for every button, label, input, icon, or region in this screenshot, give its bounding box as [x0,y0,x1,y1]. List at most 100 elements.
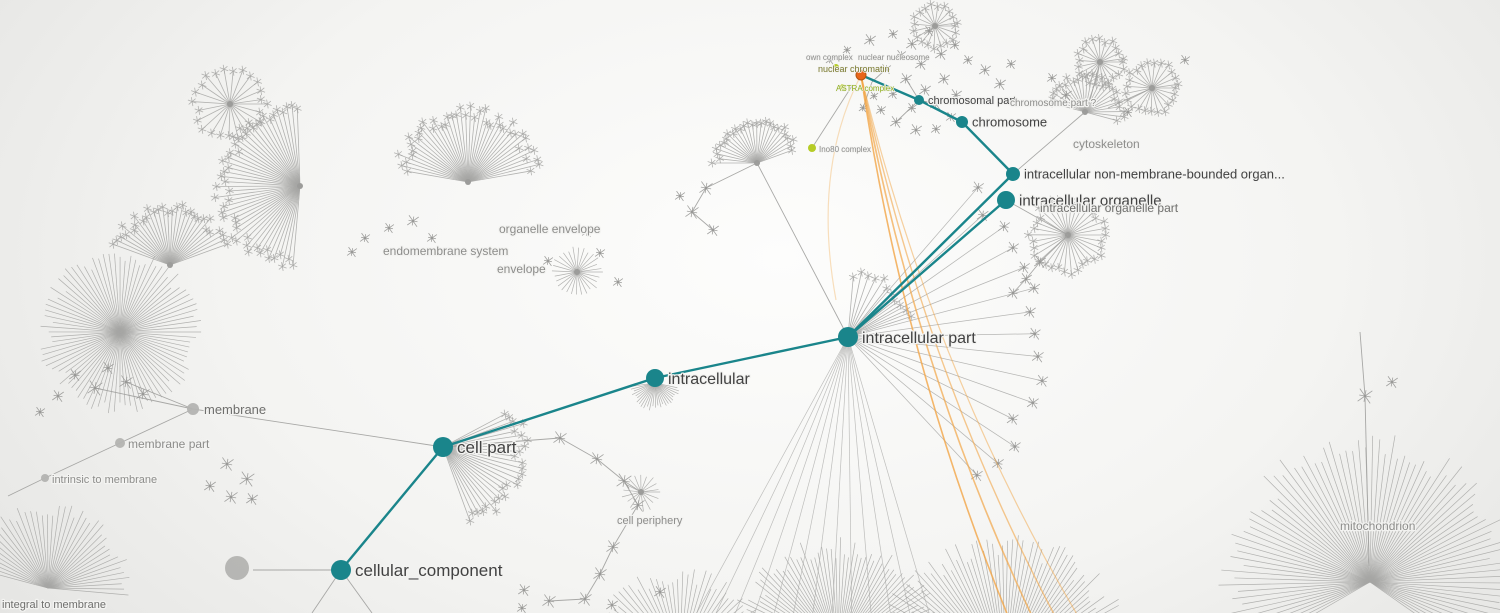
term-node-glyph[interactable] [204,480,216,492]
term-node-glyph[interactable] [52,390,64,402]
term-node-glyph[interactable] [1046,72,1058,84]
term-node-glyph[interactable] [935,48,947,60]
term-node-glyph[interactable] [1008,440,1021,453]
term-node-glyph[interactable] [426,232,438,244]
term-node-glyph[interactable] [606,599,618,611]
node-label-intracellular_organelle[interactable]: intracellular organelle [1018,191,1163,211]
fan-hub-node[interactable] [227,101,233,107]
term-node-glyph[interactable] [1006,412,1019,425]
term-node-glyph[interactable] [887,88,899,100]
node-label-intracellular[interactable]: intracellular [667,369,752,389]
term-node-glyph[interactable] [976,209,989,222]
term-node-glyph[interactable] [87,380,103,396]
term-node-glyph[interactable] [581,226,593,238]
term-node-glyph[interactable] [825,55,835,65]
term-node-glyph[interactable] [919,84,931,96]
term-node-glyph[interactable] [246,493,258,505]
term-node-glyph[interactable] [1007,241,1019,254]
term-node-glyph[interactable] [910,124,922,136]
term-node-glyph[interactable] [890,116,902,128]
term-node-glyph[interactable] [102,362,114,374]
term-label[interactable]: intrinsic to membrane [51,473,159,488]
node-ino80_complex[interactable] [808,144,816,152]
node-label-chromosome[interactable]: chromosome [971,113,1049,131]
term-label[interactable]: membrane [203,401,268,419]
term-node-glyph[interactable] [991,457,1004,470]
term-label[interactable]: intracellular organelle part [1039,200,1180,217]
term-node-glyph[interactable] [383,222,395,234]
node-astra_complex[interactable] [840,84,846,90]
term-node-glyph[interactable] [1020,273,1032,285]
term-node-glyph[interactable] [699,181,713,195]
fan-hub-node[interactable] [465,179,471,185]
term-node-glyph[interactable] [887,28,899,40]
term-node-glyph[interactable] [1036,374,1049,387]
term-node-glyph[interactable] [906,102,918,114]
node-intracellular_organelle[interactable] [997,191,1015,209]
term-node-glyph[interactable] [346,246,358,258]
term-node-glyph[interactable] [518,584,530,596]
node-intracellular[interactable] [646,369,664,387]
term-label[interactable]: endomembrane system [382,243,510,260]
term-label[interactable]: membrane part [127,436,212,453]
node-label-cell_part[interactable]: cell part [456,437,518,459]
term-node-glyph[interactable] [590,452,604,466]
term-node-glyph[interactable] [553,431,567,445]
term-node-glyph[interactable] [962,54,974,66]
term-node-glyph[interactable] [1060,89,1072,101]
term-node-glyph[interactable] [949,39,961,51]
term-label[interactable]: own complex [805,52,853,62]
term-label[interactable]: mitochondrion [1339,518,1417,535]
term-node-glyph[interactable] [880,63,892,75]
term-node-glyph[interactable] [220,457,234,471]
term-node-glyph[interactable] [34,406,46,418]
term-label[interactable]: nuclear chromatin [817,63,890,74]
term-node-glyph[interactable] [631,498,645,512]
node-nuclear_chromatin[interactable] [855,69,867,81]
term-node-glyph[interactable] [407,215,419,227]
term-node-glyph[interactable] [593,567,607,581]
node-chromosomal_part[interactable] [914,95,924,105]
term-node-glyph[interactable] [979,64,991,76]
term-label[interactable]: envelope [496,261,548,278]
node-cellular_component[interactable] [331,560,351,580]
term-node-glyph[interactable] [1122,106,1134,118]
term-label[interactable]: integral to membrane [1,598,108,613]
term-label[interactable]: cell periphery [616,514,685,529]
term-label[interactable]: ASTRA complex [835,83,895,93]
term-label[interactable]: nuclear nucleosome [857,52,931,62]
term-label[interactable]: chromosome part ? [1009,97,1098,111]
term-node-glyph[interactable] [616,473,632,489]
node-intracellular_nmb_organelle[interactable] [1006,167,1020,181]
term-node-glyph[interactable] [1031,350,1044,363]
term-node-glyph[interactable] [1179,54,1191,66]
term-node-glyph[interactable] [516,602,528,613]
term-node-glyph[interactable] [938,73,950,85]
node-complex_b[interactable] [833,64,839,70]
term-node-glyph[interactable] [239,471,255,487]
term-node-glyph[interactable] [69,369,81,381]
term-node-glyph[interactable] [707,224,719,236]
term-label[interactable]: organelle envelope [498,221,602,238]
collapsed-node-disc[interactable] [115,438,125,448]
term-node-glyph[interactable] [1017,261,1030,274]
term-node-glyph[interactable] [224,490,238,504]
term-node-glyph[interactable] [1028,327,1041,340]
term-node-glyph[interactable] [950,89,962,101]
term-node-glyph[interactable] [869,91,879,101]
term-node-glyph[interactable] [1026,396,1039,409]
term-node-glyph[interactable] [1034,256,1046,268]
term-node-glyph[interactable] [970,469,983,482]
term-node-glyph[interactable] [1007,287,1019,299]
term-node-glyph[interactable] [654,586,666,598]
term-node-glyph[interactable] [136,387,150,401]
term-node-glyph[interactable] [674,190,686,202]
term-node-glyph[interactable] [1028,282,1041,295]
term-node-glyph[interactable] [1005,58,1017,70]
term-node-glyph[interactable] [612,276,624,288]
term-node-glyph[interactable] [998,220,1011,233]
collapsed-node-disc[interactable] [225,556,249,580]
node-label-chromosomal_part[interactable]: chromosomal part [927,94,1018,109]
term-node-glyph[interactable] [923,25,935,37]
